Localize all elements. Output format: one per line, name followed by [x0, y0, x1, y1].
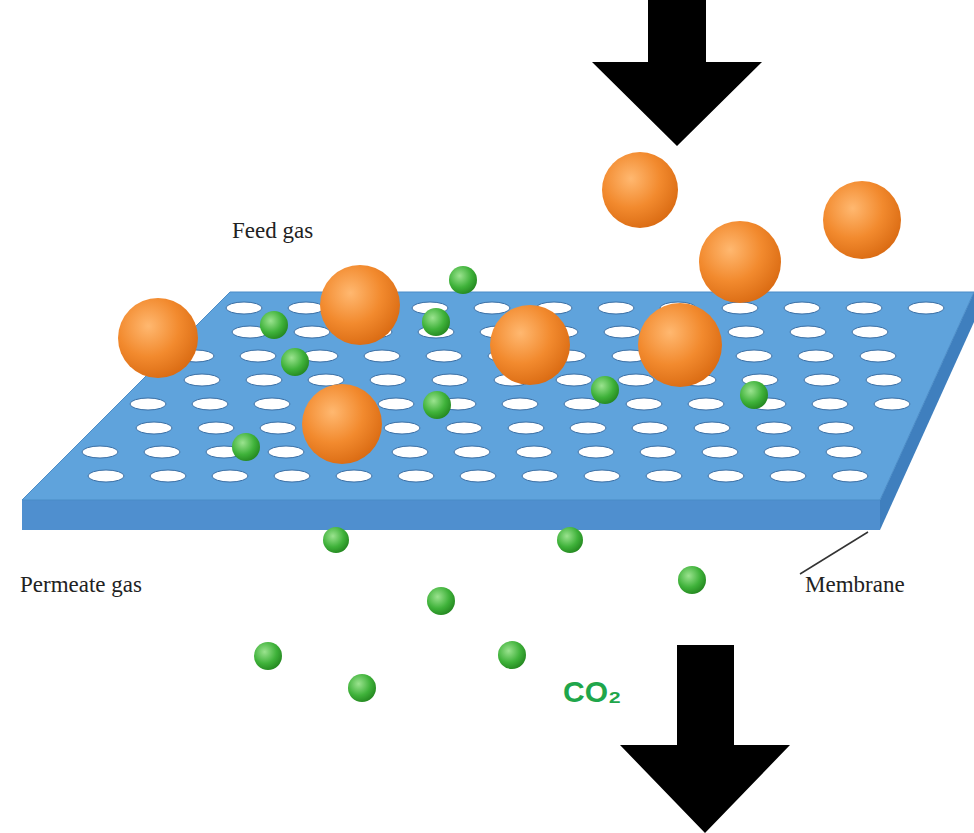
feed-arrow	[592, 0, 762, 146]
membrane-front-face	[22, 500, 880, 530]
leader-line	[800, 532, 868, 574]
permeate-label: Permeate gas	[20, 572, 142, 597]
membrane-top-face	[22, 292, 974, 500]
feed-label: Feed gas	[232, 218, 313, 243]
permeate-arrow	[620, 645, 790, 833]
membrane-label: Membrane	[805, 572, 905, 597]
co2-label: CO₂	[563, 675, 621, 708]
large-molecules	[118, 152, 901, 464]
co2-molecules	[232, 266, 768, 702]
membrane-pores	[82, 302, 944, 482]
